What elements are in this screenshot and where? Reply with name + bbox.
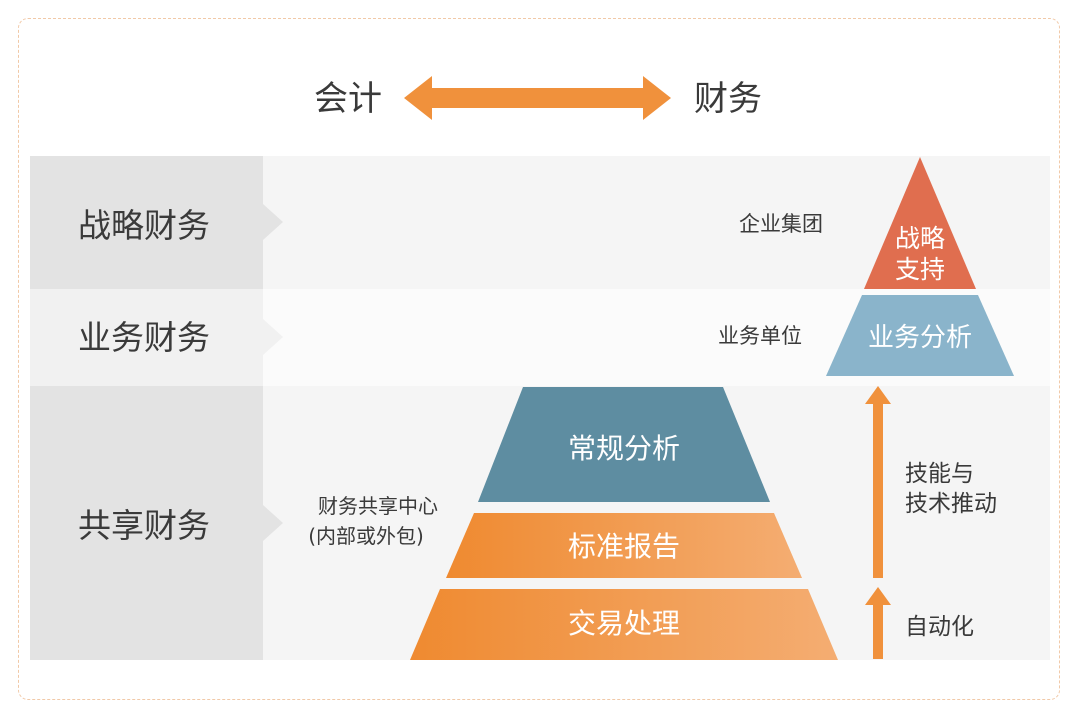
row-strategic-label-bg	[30, 156, 283, 289]
standard-report-label: 标准报告	[568, 530, 680, 563]
finance-label: 财务	[694, 79, 762, 119]
standard-report-trapezoid	[446, 513, 802, 578]
double-arrow-icon	[404, 76, 671, 120]
business-analysis-trapezoid	[826, 295, 1014, 376]
strategic-support-label-1: 战略	[895, 224, 945, 253]
row-shared-label-bg	[30, 386, 283, 660]
enterprise-group-label: 企业集团	[739, 212, 823, 236]
accounting-label: 会计	[314, 79, 382, 119]
skills-tech-arrow-icon	[865, 386, 891, 578]
shared-center-note: (内部或外包)	[308, 524, 424, 548]
transaction-processing-label: 交易处理	[568, 607, 680, 640]
automation-label: 自动化	[905, 614, 974, 640]
skills-tech-label-2: 技术推动	[905, 491, 997, 517]
shared-center-label: 财务共享中心	[318, 494, 438, 518]
business-unit-label: 业务单位	[718, 324, 802, 348]
automation-arrow-icon	[865, 587, 891, 659]
row-business-label: 业务财务	[78, 318, 210, 357]
row-strategic-label: 战略财务	[78, 206, 210, 245]
diagram-frame	[18, 18, 1060, 700]
row-shared-label: 共享财务	[78, 506, 210, 545]
routine-analysis-trapezoid	[478, 387, 770, 502]
skills-tech-label-1: 技能与	[905, 461, 974, 487]
strategic-support-triangle	[864, 157, 976, 289]
transaction-processing-trapezoid	[410, 589, 838, 660]
row-business-label-bg	[30, 289, 283, 386]
business-analysis-label: 业务分析	[868, 323, 972, 353]
strategic-support-label-2: 支持	[895, 255, 945, 284]
routine-analysis-label: 常规分析	[568, 432, 680, 465]
